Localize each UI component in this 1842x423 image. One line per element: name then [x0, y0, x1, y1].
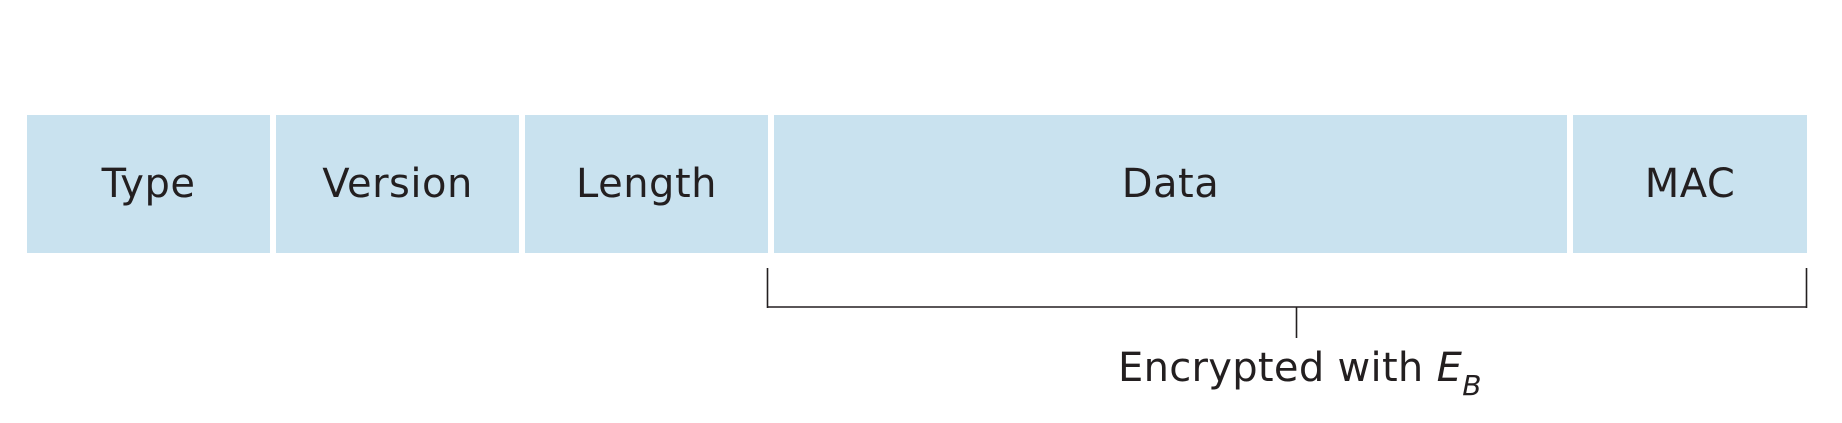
field-type: Type — [27, 115, 270, 253]
encryption-label: Encrypted with EB — [1118, 345, 1482, 402]
encryption-label-text: Encrypted with — [1118, 345, 1437, 391]
ssl-record-diagram: Type Version Length Data MAC — [27, 115, 1807, 253]
field-length: Length — [525, 115, 768, 253]
encryption-key-variable: E — [1436, 345, 1463, 391]
field-mac-label: MAC — [1644, 161, 1736, 207]
field-type-label: Type — [101, 161, 196, 207]
field-data: Data — [774, 115, 1567, 253]
field-version-label: Version — [322, 161, 473, 207]
field-version: Version — [276, 115, 519, 253]
field-data-label: Data — [1121, 161, 1220, 207]
field-mac: MAC — [1573, 115, 1807, 253]
encryption-key-subscript: B — [1462, 369, 1482, 402]
field-length-label: Length — [576, 161, 717, 207]
